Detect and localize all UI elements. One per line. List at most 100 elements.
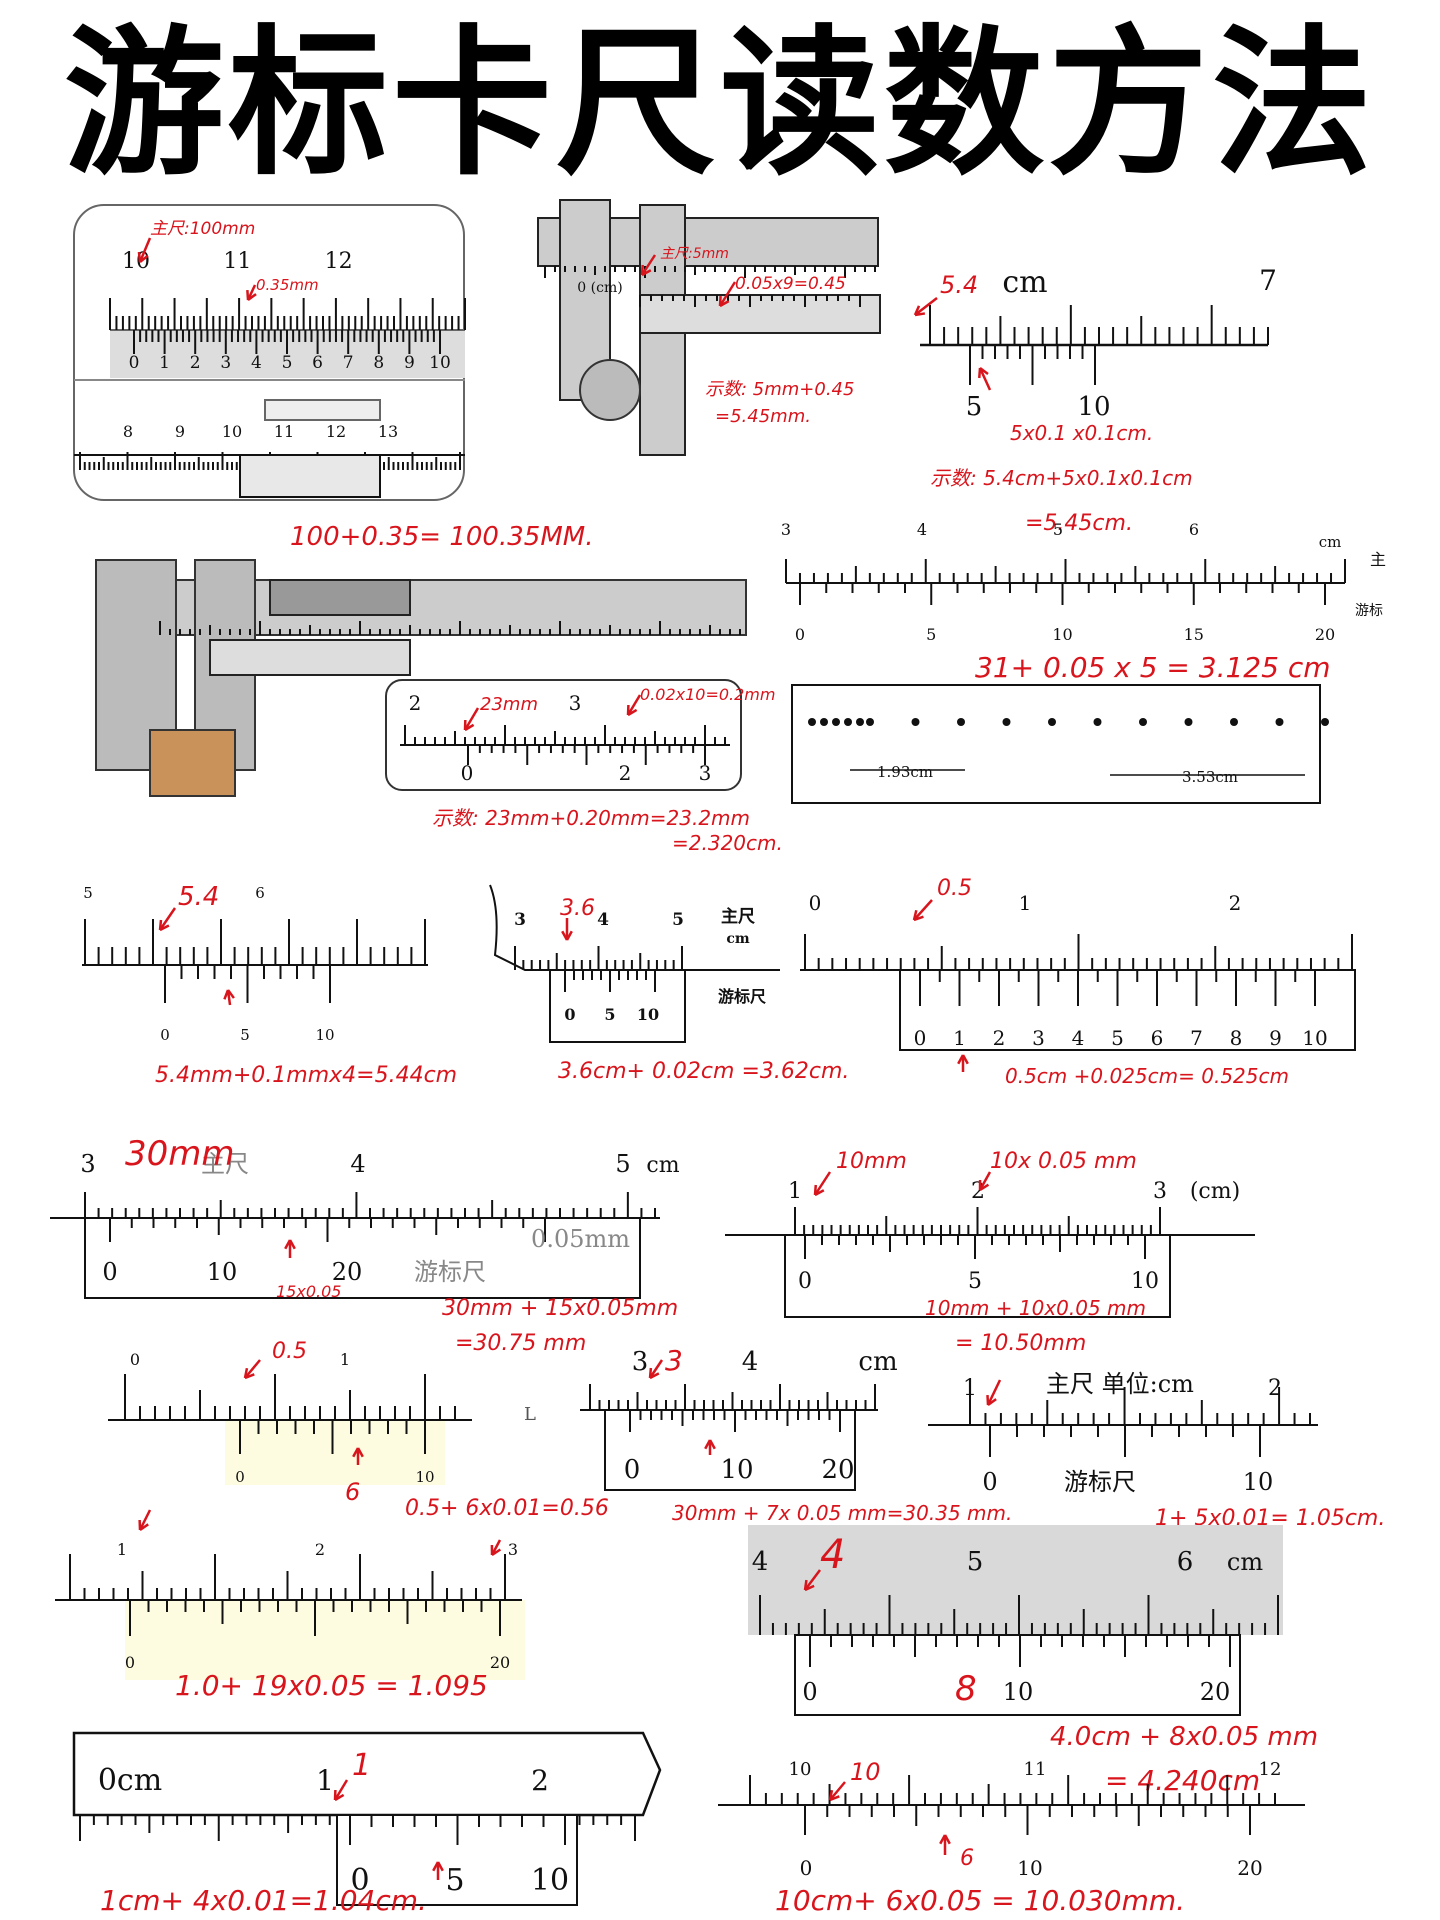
panel1-vernier-number: 2 (190, 353, 201, 373)
arrow-3-b-head (648, 1367, 660, 1380)
panel8-vernier-number: 0 (914, 1026, 927, 1050)
arrow-1-c (333, 1779, 349, 1801)
panel1-lower-number: 10 (222, 422, 242, 441)
arrow-3-c (490, 1539, 502, 1556)
panel1-vernier-number: 10 (429, 353, 451, 373)
panel8-vernier-number: 1 (953, 1026, 966, 1050)
panel8-vernier-box (899, 969, 1356, 1051)
panel17-v0: 0 (800, 1856, 813, 1880)
panel5-dot (808, 718, 816, 726)
arrow-23mm-head (463, 719, 475, 732)
panel7-cm-label: cm (726, 931, 750, 947)
panel1-lower-number: 8 (123, 422, 133, 441)
arrow-1-head (986, 1394, 997, 1407)
panel3-v10: 10 (1077, 392, 1110, 422)
panel12-cm-label: cm (858, 1347, 897, 1377)
note-30mm: 30mm (125, 1134, 235, 1174)
panel14-m3: 3 (508, 1540, 518, 1559)
panel5-main-number: 3 (781, 520, 791, 539)
arrow-5-vernier-head (978, 367, 989, 379)
note-10-b: 10 (850, 1758, 881, 1786)
panel11-L: L (524, 1404, 536, 1425)
panel15-m5: 5 (967, 1547, 984, 1577)
panel11-m1: 1 (340, 1350, 350, 1369)
note-23mm: 23mm (480, 694, 538, 715)
panel2-sphere (579, 359, 641, 421)
panel10-vernier-box (784, 1234, 1171, 1318)
arrow-10-b (829, 1781, 846, 1801)
panel7-main-label: 主尺 (721, 906, 755, 927)
panel5-dist1-label: 1.93cm (877, 763, 933, 781)
arrow-1 (986, 1379, 1002, 1406)
panel15-main-band (748, 1525, 1283, 1635)
panel12-m3: 3 (632, 1347, 649, 1377)
panel8-vernier-number: 8 (1230, 1026, 1243, 1050)
note-10-50mm: = 10.50mm (955, 1331, 1086, 1356)
panel14-v20: 20 (490, 1653, 510, 1672)
panel9-vernier-label: 游标尺 (414, 1258, 486, 1286)
panel17-v10: 10 (1017, 1856, 1042, 1880)
panel8-vernier-number: 6 (1151, 1026, 1164, 1050)
panel5-dot (1321, 718, 1329, 726)
arrow-10mm-head (813, 1184, 825, 1197)
panel5-dot (1048, 718, 1056, 726)
panel9-vernier-box (84, 1217, 641, 1299)
panel1-knob (264, 399, 381, 421)
panel6-m5: 5 (83, 884, 93, 902)
note-10x0-05: 10x 0.05 mm (990, 1149, 1137, 1174)
panel5-dot (866, 718, 874, 726)
note-3-6: 3.6 (560, 896, 595, 921)
panel6-v0: 0 (160, 1026, 170, 1044)
note-30-75mm: =30.75 mm (455, 1331, 586, 1356)
panel7-vernier-box (549, 969, 686, 1043)
panel5-dot (1184, 718, 1193, 726)
note-10-030mm: 10cm+ 6x0.05 = 10.030mm. (775, 1884, 1185, 1917)
panel11-m0: 0 (130, 1350, 140, 1369)
panel15-v20: 20 (1200, 1678, 1231, 1706)
arrow-main-5mm (640, 254, 657, 276)
note-3-62cm: 3.6cm+ 0.02cm =3.62cm. (558, 1059, 849, 1084)
panel5-vernier-number: 20 (1315, 625, 1335, 644)
panel17-m11: 11 (1024, 1759, 1047, 1780)
panel1-main-number: 12 (325, 249, 353, 274)
panel13-m1: 1 (963, 1376, 977, 1401)
note-10mm-plus: 10mm + 10x0.05 mm (925, 1296, 1146, 1320)
arrow-0-45-head (718, 295, 730, 308)
panel4-inset-main-3: 3 (569, 691, 582, 715)
panel7-vernier-label: 游标尺 (718, 987, 766, 1006)
arrow-4 (804, 1569, 821, 1591)
panel1-lower-number: 9 (175, 422, 185, 441)
note-5-44cm: 5.4mm+0.1mmx4=5.44cm (155, 1063, 457, 1088)
arrow-15-head (284, 1239, 296, 1250)
panel8-vernier-number: 4 (1072, 1026, 1085, 1050)
panel5-main-number: 4 (917, 520, 927, 539)
arrow-0-5-c-head (243, 1367, 255, 1380)
panel10-v0: 0 (798, 1269, 812, 1294)
arrow-0-5-head (912, 909, 924, 922)
arrow-3-c-head (490, 1544, 502, 1557)
note-main-5mm: 主尺:5mm (660, 246, 729, 262)
panel16-m2: 2 (531, 1764, 549, 1797)
note-6: 6 (345, 1478, 360, 1506)
panel17-m12: 12 (1259, 1759, 1282, 1780)
panel4-inset-v0: 0 (461, 761, 474, 785)
panel1-vernier-number: 3 (220, 353, 231, 373)
panel9-m5: 5 (615, 1150, 630, 1178)
panel5-dot (856, 718, 864, 726)
arrow-main-scale-100mm-head (137, 251, 149, 263)
panel8-vernier-number: 5 (1111, 1026, 1124, 1050)
arrow-10mm (813, 1171, 832, 1196)
arrow-3-6-head (561, 930, 573, 941)
arrow-1-0-head (138, 1519, 149, 1532)
panel17-m10: 10 (789, 1759, 812, 1780)
panel8-main-number: 1 (1019, 891, 1032, 915)
note-0-02x10: 0.02x10=0.2mm (640, 685, 775, 704)
note-1-c: 1 (352, 1748, 371, 1783)
panel5-vernier-number: 15 (1184, 625, 1204, 644)
panel12-v10: 10 (720, 1455, 753, 1485)
note-0-05x9: 0.05x9=0.45 (735, 274, 846, 294)
panel9-m4: 4 (350, 1150, 365, 1178)
panel1-vernier-number: 7 (343, 353, 354, 373)
note-1-04cm: 1cm+ 4x0.01=1.04cm. (100, 1884, 427, 1917)
panel14-highlight (125, 1600, 525, 1680)
